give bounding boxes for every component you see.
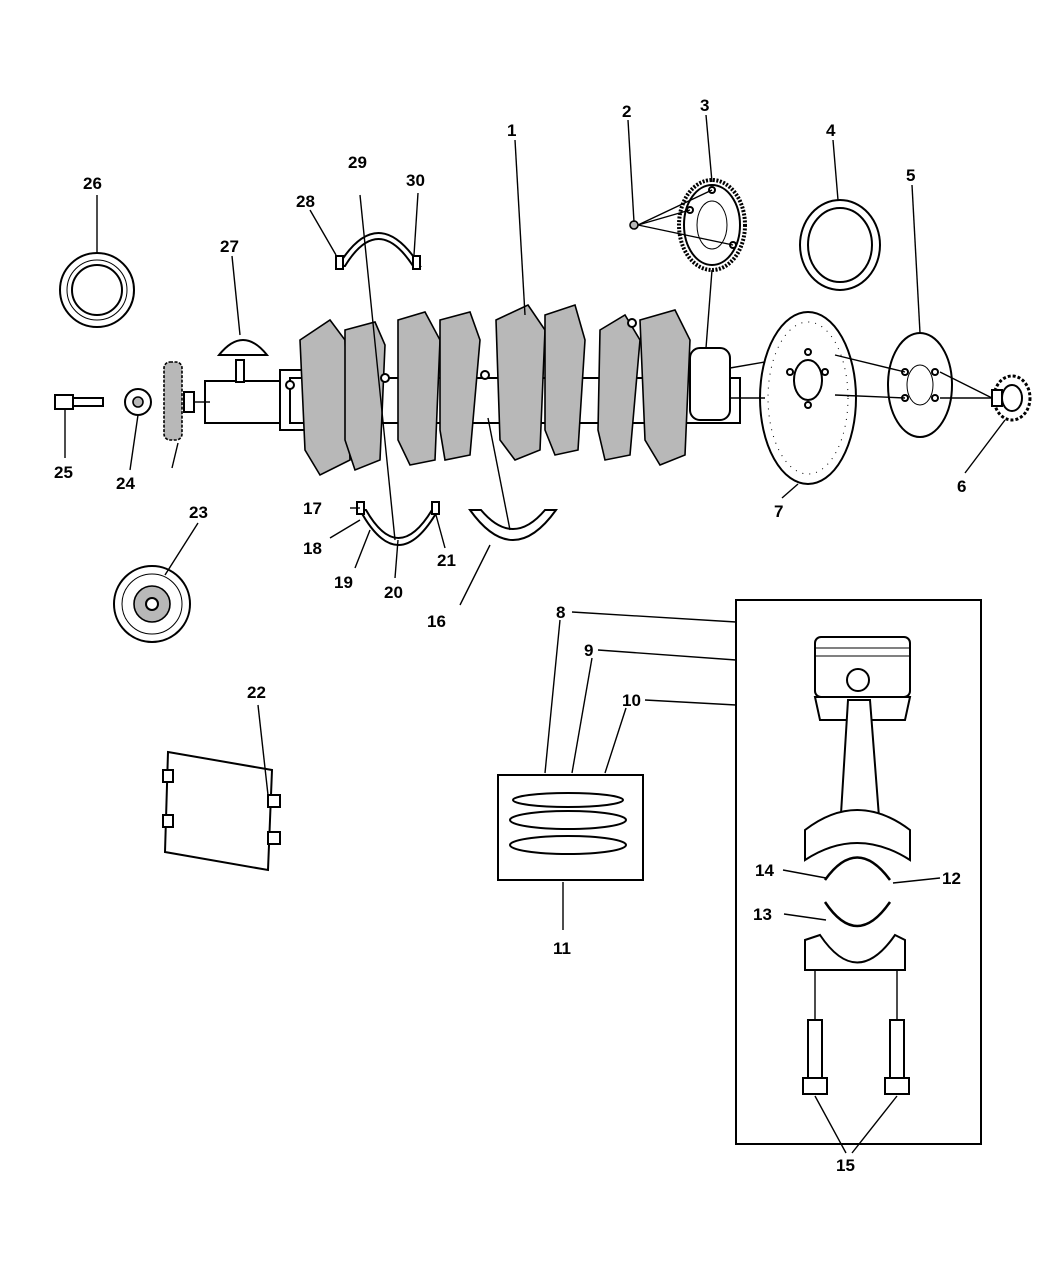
callout-labels: 1 2 3 4 5 6 7 8 9 10 11 12 13 14 15 16 1… bbox=[54, 96, 966, 1175]
callout-30: 30 bbox=[406, 171, 425, 190]
callout-22: 22 bbox=[247, 683, 266, 702]
callout-15: 15 bbox=[836, 1156, 855, 1175]
callout-16: 16 bbox=[427, 612, 446, 631]
callout-7: 7 bbox=[774, 502, 783, 521]
callout-17: 17 bbox=[303, 499, 322, 518]
callout-2: 2 bbox=[622, 102, 631, 121]
screw-part bbox=[629, 189, 734, 246]
callout-26: 26 bbox=[83, 174, 102, 193]
callout-20: 20 bbox=[384, 583, 403, 602]
callout-6: 6 bbox=[957, 477, 966, 496]
callout-28: 28 bbox=[296, 192, 315, 211]
flexplate-part bbox=[729, 311, 857, 485]
callout-27: 27 bbox=[220, 237, 239, 256]
callout-8: 8 bbox=[556, 603, 565, 622]
cover-plate-part bbox=[162, 750, 281, 872]
bearing-cap-part bbox=[468, 509, 558, 541]
leader-lines bbox=[64, 114, 1006, 1154]
upper-bearing-part bbox=[335, 232, 422, 270]
callout-4: 4 bbox=[826, 121, 836, 140]
seal-ring-part bbox=[799, 199, 881, 291]
callout-23: 23 bbox=[189, 503, 208, 522]
callout-24: 24 bbox=[116, 474, 135, 493]
washer-part bbox=[124, 388, 152, 416]
sprocket-part bbox=[163, 361, 210, 441]
callout-10: 10 bbox=[622, 691, 641, 710]
callout-14: 14 bbox=[755, 861, 774, 880]
callout-9: 9 bbox=[584, 641, 593, 660]
damper-bolt-part bbox=[54, 394, 104, 410]
callout-1: 1 bbox=[507, 121, 516, 140]
piston-rod-assembly-box bbox=[735, 599, 982, 1145]
callout-19: 19 bbox=[334, 573, 353, 592]
callout-11: 11 bbox=[553, 939, 571, 958]
callout-13: 13 bbox=[753, 905, 772, 924]
callout-12: 12 bbox=[942, 869, 961, 888]
tone-wheel-part bbox=[677, 178, 747, 272]
callout-18: 18 bbox=[303, 539, 322, 558]
callout-29: 29 bbox=[348, 153, 367, 172]
lower-bearing-part bbox=[356, 501, 440, 546]
crankshaft-part bbox=[204, 303, 741, 477]
callout-5: 5 bbox=[906, 166, 915, 185]
flexplate-bolt-part bbox=[939, 371, 1032, 422]
piston-rings-box bbox=[497, 774, 644, 881]
reinforcement-plate-part bbox=[834, 332, 953, 438]
callout-25: 25 bbox=[54, 463, 73, 482]
rear-seal-part bbox=[59, 252, 135, 328]
callout-21: 21 bbox=[437, 551, 456, 570]
woodruff-key-part bbox=[216, 339, 270, 356]
callout-3: 3 bbox=[700, 96, 709, 115]
damper-part bbox=[113, 565, 191, 643]
